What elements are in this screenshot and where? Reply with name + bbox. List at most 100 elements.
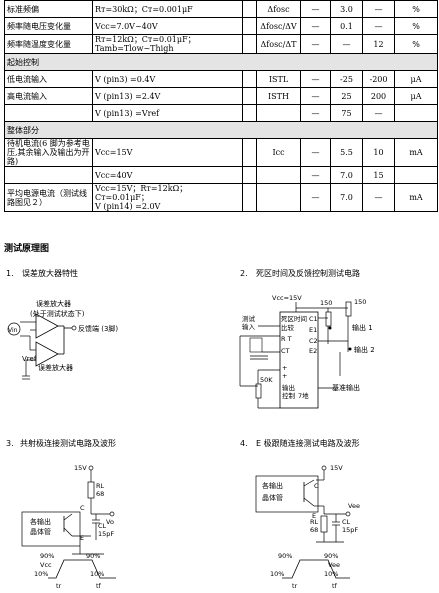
table-cell: — [330, 34, 363, 54]
table-cell: % [394, 0, 438, 18]
fig4-caption: E 极跟随连接测试电路及波形 [256, 438, 360, 448]
table-cell [242, 34, 257, 54]
table-section-header: 起始控制 [4, 53, 438, 71]
fig3-cl: CL [98, 522, 107, 530]
fig4-e: E [312, 512, 316, 520]
fig3-v15: 15V [74, 464, 87, 472]
table-cell: — [362, 183, 395, 212]
table-cell [242, 166, 257, 184]
table-cell [4, 104, 93, 122]
fig2-outctrl1: 输出 [282, 383, 295, 392]
table-cell: Vcc=40V [92, 166, 243, 184]
table-cell: 0.1 [330, 17, 363, 35]
fig3-p90b: 90% [86, 552, 100, 560]
table-cell: Vcc=15V；Rт=12kΩ；Cт=0.01μF； V (pin14) =2.… [92, 183, 243, 212]
fig4-box2: 晶体管 [262, 493, 283, 502]
fig4-p10b: 10% [324, 570, 338, 578]
table-cell: 75 [330, 104, 363, 122]
fig4-p10a: 10% [270, 570, 284, 578]
table-cell: 3.0 [330, 0, 363, 18]
table-cell: Δfosc [256, 0, 301, 18]
fig4-cl-val: 15pF [342, 526, 358, 534]
fig3-c: C [80, 504, 85, 512]
fig3-rl-val: 68 [96, 490, 104, 498]
fig2-test2: 输入 [242, 322, 256, 331]
figure-error-amplifier: 1. 误差放大器特性 误差放大器 (处于测试状态下) 反馈端 (3脚) Vin … [0, 266, 220, 406]
table-row: V (pin13) =Vref —75— [4, 104, 438, 122]
fig2-r2: 150 [354, 298, 366, 306]
vin-source [7, 322, 21, 336]
fig2-caption-num: 2. [240, 269, 248, 278]
fig2-outctrl2: 控制 [282, 391, 296, 400]
fig3-box2: 晶体管 [30, 527, 51, 536]
fig2-r50k: 50K [260, 376, 273, 384]
table-cell: 12 [362, 34, 395, 54]
fig2-out1: 输出 1 [352, 323, 373, 332]
pin-e1: E1 [309, 326, 317, 334]
chip-line-5: + [282, 372, 287, 380]
chip-line-1: 比较 [281, 323, 295, 332]
chip-line-4: + [282, 364, 287, 372]
table-cell: % [394, 17, 438, 35]
table-cell: Icc [256, 138, 301, 167]
table-cell [242, 104, 257, 122]
table-cell: 待机电流(6 脚为参考电压,其余输入及输出为开路) [4, 138, 93, 167]
table-cell: -200 [362, 70, 395, 88]
table-cell: — [362, 104, 395, 122]
fig3-vcc: Vcc [40, 561, 52, 569]
fig2-test1: 测试 [242, 314, 256, 323]
transistor-box-4 [255, 475, 319, 513]
table-cell: — [300, 70, 331, 88]
table-cell [256, 104, 301, 122]
transistor-box [21, 511, 81, 547]
fig4-tf: tf [332, 582, 338, 590]
resistor-50k [255, 383, 262, 399]
figure-common-emitter: 3. 共射极连接测试电路及波形 15V RL 68 C Vo CL 15pF 各… [0, 436, 220, 593]
fig4-p90a: 90% [278, 552, 292, 560]
chip-line-2: R T [281, 335, 292, 343]
resistor-rl [87, 481, 95, 499]
table-cell: 频率随电压变化量 [4, 17, 93, 35]
fig4-vee2: Vee [328, 561, 340, 569]
table-cell: — [300, 104, 331, 122]
table-cell: 15 [362, 166, 395, 184]
fig1-label-vref: Vref [22, 355, 37, 363]
fig2-out2: 输出 2 [354, 345, 375, 354]
resistor-150-b [345, 301, 352, 317]
table-cell: — [300, 17, 331, 35]
table-cell: — [300, 183, 331, 212]
fig3-caption-num: 3. [6, 439, 14, 448]
amplifier-symbol-2 [35, 341, 59, 367]
table-cell [4, 166, 93, 184]
table-cell: μA [394, 70, 438, 88]
table-cell: V (pin13) =Vref [92, 104, 243, 122]
table-cell: 高电流输入 [4, 87, 93, 105]
table-row: 整体部分 [4, 121, 438, 139]
table-cell [242, 138, 257, 167]
table-cell [242, 0, 257, 18]
amplifier-symbol-1 [35, 313, 59, 339]
table-cell: ISTH [256, 87, 301, 105]
table-cell: -25 [330, 70, 363, 88]
table-cell: — [300, 0, 331, 18]
table-cell: Rт=12kΩ；Cт=0.01μF； Tamb=Tlow~Thigh [92, 34, 243, 54]
table-cell: 频率随温度变化量 [4, 34, 93, 54]
fig2-caption: 死区时间及反馈控制测试电路 [256, 268, 360, 278]
table-cell [394, 166, 438, 184]
fig1-caption-num: 1. [6, 269, 14, 278]
table-cell: 5.5 [330, 138, 363, 167]
fig1-label-bottom: 误差放大器 [38, 363, 73, 372]
table-cell: Δfosc/ΔT [256, 34, 301, 54]
table-cell: Vcc=7.0V~40V [92, 17, 243, 35]
fig3-cl-val: 15pF [98, 530, 114, 538]
fig1-label-out: 反馈端 (3脚) [78, 324, 118, 333]
table-cell [256, 183, 301, 212]
fig4-cl: CL [342, 518, 351, 526]
table-cell: μA [394, 87, 438, 105]
fig4-vee: Vee [348, 502, 360, 510]
